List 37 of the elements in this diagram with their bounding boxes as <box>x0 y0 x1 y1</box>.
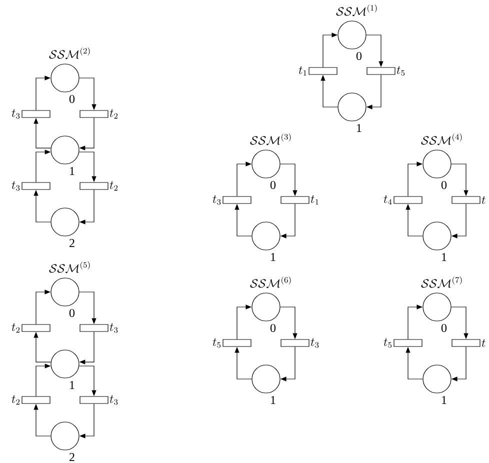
transition-label: $t_3$ <box>310 338 319 348</box>
place-number: 1 <box>70 381 74 389</box>
place-number: 0 <box>270 180 276 190</box>
place-number: 0 <box>441 324 447 332</box>
transition-label: $t_2$ <box>110 109 118 119</box>
transition-label: $t_4$ <box>384 195 392 205</box>
place-number: 1 <box>271 253 276 261</box>
transition-label: $t_3$ <box>110 395 118 405</box>
transition-label: $t$ <box>482 339 486 347</box>
net-title: $\mathcal{SSM}^{(5)}$ <box>49 262 90 274</box>
place-number: 1 <box>271 396 276 404</box>
place-number: 0 <box>69 94 75 104</box>
transition-label: $t$ <box>482 196 486 204</box>
transition-label: $t_2$ <box>12 395 20 405</box>
place-number: 1 <box>442 396 446 404</box>
transition-label: $t_3$ <box>212 195 221 205</box>
place-number: 0 <box>441 180 447 190</box>
net-title: $\mathcal{SSM}^{(7)}$ <box>421 276 462 288</box>
place-number: 0 <box>69 308 75 318</box>
place-number: 1 <box>70 167 74 175</box>
place-number: 2 <box>70 239 74 247</box>
net-title: $\mathcal{SSM}^{(6)}$ <box>250 276 291 288</box>
place-number: 0 <box>356 52 362 60</box>
place-number: 0 <box>270 324 276 332</box>
transition-label: $t_1$ <box>298 66 306 76</box>
transition-label: $t_2$ <box>110 181 118 191</box>
transition-label: $t_3$ <box>12 109 20 119</box>
transition-label: $t_3$ <box>110 323 118 333</box>
transition-label: $t_3$ <box>12 181 20 191</box>
transition-label: $t_2$ <box>12 323 20 333</box>
place-number: 2 <box>70 453 74 461</box>
transition-label: $t_5$ <box>396 66 405 76</box>
place-number: 1 <box>357 124 362 132</box>
transition-label: $t_5$ <box>212 338 221 348</box>
transition-label: $t_1$ <box>310 195 318 205</box>
place-number: 1 <box>442 253 446 261</box>
transition-label: $t_5$ <box>384 338 392 348</box>
